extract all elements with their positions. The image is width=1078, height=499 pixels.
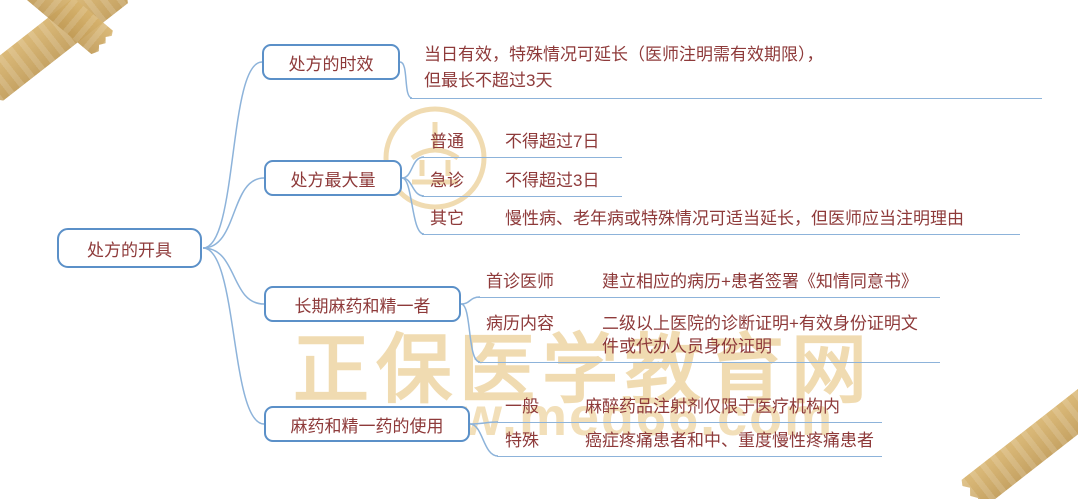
branch-node-label: 长期麻药和精一者 xyxy=(294,296,431,316)
leaf-row: 普通 不得超过7日 xyxy=(422,130,622,158)
leaf-desc: 癌症疼痛患者和中、重度慢性疼痛患者 xyxy=(585,431,874,450)
leaf-row: 一般 麻醉药品注射剂仅限于医疗机构内 xyxy=(497,395,882,423)
leaf-desc: 二级以上医院的诊断证明+有效身份证明文件或代办人员身份证明 xyxy=(602,314,918,356)
leaf-term: 普通 xyxy=(430,132,464,151)
leaf-desc: 不得超过7日 xyxy=(505,132,600,151)
leaf-desc: 不得超过3日 xyxy=(505,171,600,190)
leaf-term: 其它 xyxy=(430,209,464,228)
leaf-row: 特殊 癌症疼痛患者和中、重度慢性疼痛患者 xyxy=(497,429,882,457)
leaf-term: 一般 xyxy=(505,397,539,416)
leaf-desc: 麻醉药品注射剂仅限于医疗机构内 xyxy=(585,397,840,416)
leaf-term: 病历内容 xyxy=(486,314,554,333)
leaf-desc: 建立相应的病历+患者签署《知情同意书》 xyxy=(602,272,918,291)
leaf-term: 急诊 xyxy=(430,171,464,190)
branch-node-long-term-users: 长期麻药和精一者 xyxy=(264,286,461,322)
watermark-brand-text: 正保医学教育网 xyxy=(293,328,874,413)
branch-node-label: 处方最大量 xyxy=(290,170,376,190)
root-node: 处方的开具 xyxy=(57,228,202,268)
branch-node-max-amount: 处方最大量 xyxy=(264,160,402,196)
leaf-desc: 当日有效，特殊情况可延长（医师注明需有效期限），但最长不超过3天 xyxy=(424,45,824,90)
leaf-row: 其它 慢性病、老年病或特殊情况可适当延长，但医师应当注明理由 xyxy=(422,207,1020,235)
leaf-row: 病历内容 二级以上医院的诊断证明+有效身份证明文件或代办人员身份证明 xyxy=(478,312,940,363)
leaf-row: 急诊 不得超过3日 xyxy=(422,169,622,197)
branch-node-validity: 处方的时效 xyxy=(262,44,400,80)
leaf-desc: 慢性病、老年病或特殊情况可适当延长，但医师应当注明理由 xyxy=(505,209,964,228)
leaf-term: 特殊 xyxy=(505,431,539,450)
branch-node-label: 麻药和精一药的使用 xyxy=(290,416,444,436)
watermark-logo-icon xyxy=(383,106,487,210)
leaf-term: 首诊医师 xyxy=(486,272,554,291)
leaf-row: 当日有效，特殊情况可延长（医师注明需有效期限），但最长不超过3天 xyxy=(410,42,1042,99)
leaf-row: 首诊医师 建立相应的病历+患者签署《知情同意书》 xyxy=(478,270,940,298)
branch-node-label: 处方的时效 xyxy=(288,54,374,74)
branch-node-drug-usage: 麻药和精一药的使用 xyxy=(264,406,470,442)
root-node-label: 处方的开具 xyxy=(87,240,172,260)
